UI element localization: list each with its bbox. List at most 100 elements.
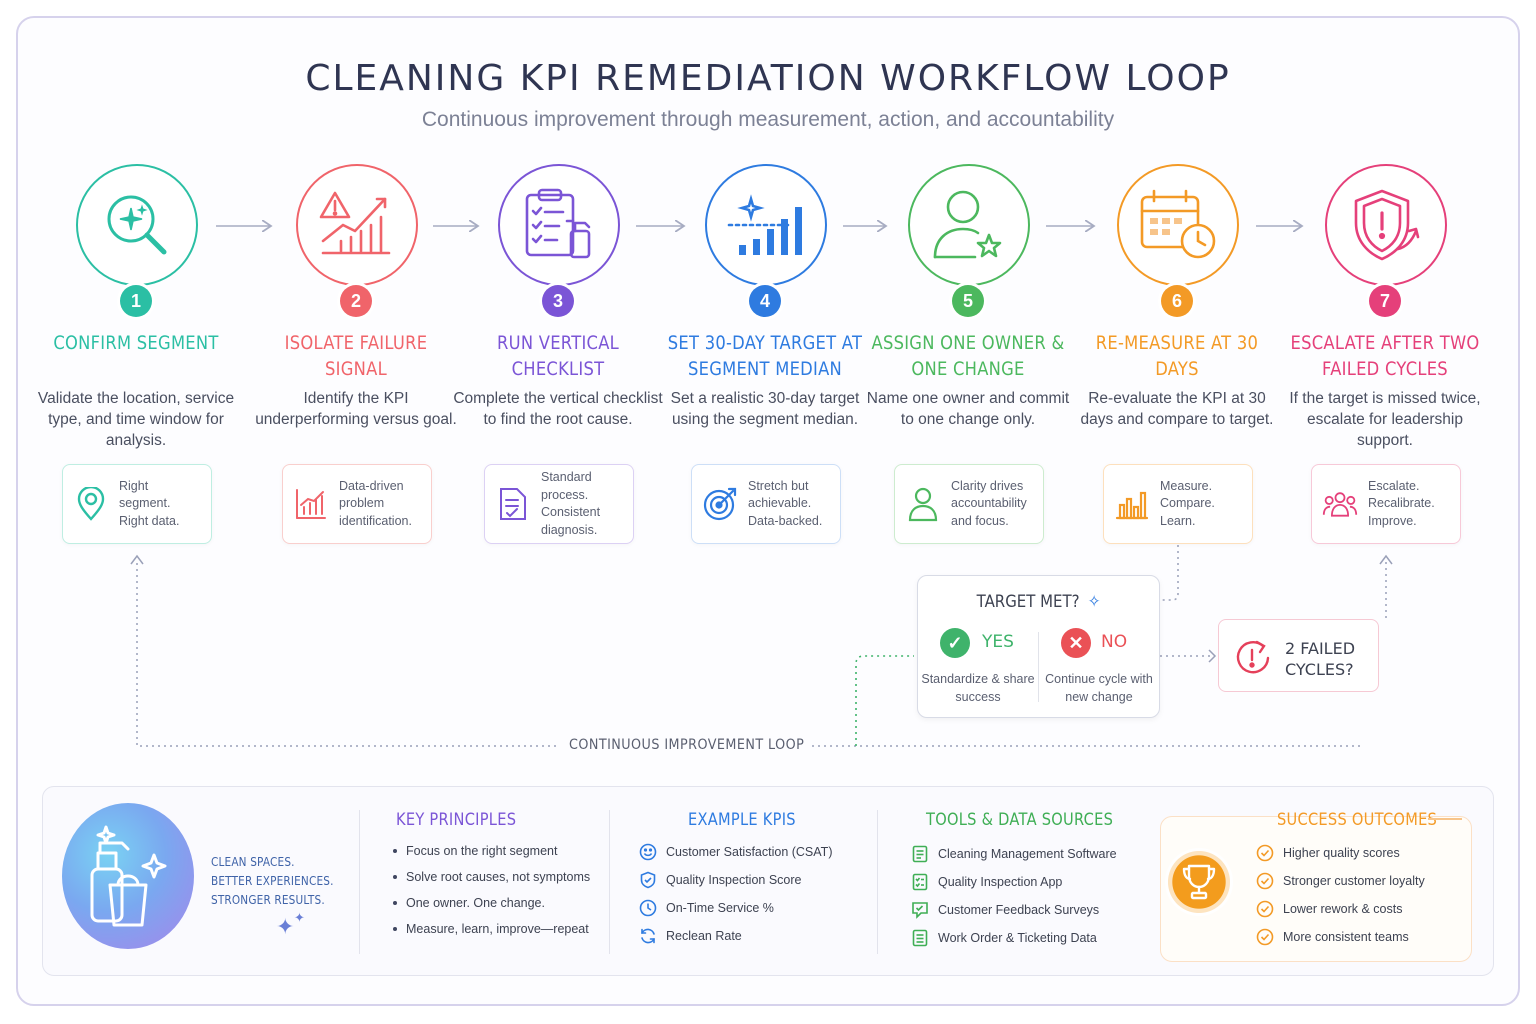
step-number: 7 (1369, 285, 1401, 317)
list-item: Reclean Rate (638, 922, 832, 950)
step-title: RUN VERTICAL CHECKLIST (497, 332, 619, 380)
clipboard-spray-icon (498, 164, 620, 286)
check-circle-icon (1255, 843, 1275, 863)
step-title: SET 30-DAY TARGET AT SEGMENT MEDIAN (667, 332, 863, 380)
loop-label: CONTINUOUS IMPROVEMENT LOOP (562, 737, 812, 753)
location-pin-icon (73, 486, 109, 522)
yes-label: YES (982, 632, 1014, 652)
step-number: 5 (952, 285, 984, 317)
check-icon: ✓ (940, 628, 970, 658)
cleaning-supplies-icon (62, 803, 194, 949)
step-card-text: Clarity drives accountability and focus. (951, 478, 1027, 528)
principles-list: Focus on the right segment Solve root ca… (390, 838, 590, 942)
tools-list: Cleaning Management Software Quality Ins… (910, 840, 1117, 952)
failed-cycles-box: 2 FAILED CYCLES? (1218, 619, 1379, 692)
step-number: 1 (120, 285, 152, 317)
list-item: On-Time Service % (638, 894, 832, 922)
step-card: Stretch but achievable. Data-backed. (691, 464, 841, 544)
no-note: Continue cycle with new change (1045, 672, 1153, 704)
kpis-list: Customer Satisfaction (CSAT) Quality Ins… (638, 838, 832, 950)
step-number: 3 (542, 285, 574, 317)
step-description: Set a realistic 30-day target using the … (670, 390, 860, 428)
tools-heading: TOOLS & DATA SOURCES (926, 810, 1114, 830)
smile-icon (638, 842, 658, 862)
checklist-icon (910, 872, 930, 892)
list-item: Customer Satisfaction (CSAT) (638, 838, 832, 866)
yes-note: Standardize & share success (921, 672, 1035, 704)
list-item: Focus on the right segment (390, 838, 590, 864)
step-description: Name one owner and commit to one change … (866, 390, 1070, 428)
calendar-clock-icon (1117, 164, 1239, 286)
person-icon (905, 486, 941, 522)
step-card-text: Measure. Compare. Learn. (1160, 478, 1215, 528)
step-title: ISOLATE FAILURE SIGNAL (284, 332, 428, 380)
step-description: If the target is missed twice, escalate … (1289, 390, 1481, 449)
no-label: NO (1101, 632, 1128, 652)
person-star-icon (908, 164, 1030, 286)
principles-heading: KEY PRINCIPLES (396, 810, 517, 830)
check-circle-icon (1255, 927, 1275, 947)
outcomes-heading: SUCCESS OUTCOMES (1277, 810, 1438, 830)
step-card: Escalate. Recalibrate. Improve. (1311, 464, 1461, 544)
step-card: Right segment. Right data. (62, 464, 212, 544)
column-divider (359, 810, 360, 954)
step-title: RE-MEASURE AT 30 DAYS (1095, 332, 1259, 380)
list-item: Quality Inspection Score (638, 866, 832, 894)
decision-question: TARGET MET? ✧ (976, 592, 1101, 612)
step-description: Re-evaluate the KPI at 30 days and compa… (1080, 390, 1274, 428)
refresh-icon (638, 926, 658, 946)
step-card-text: Escalate. Recalibrate. Improve. (1368, 478, 1435, 528)
document-check-icon (495, 486, 531, 522)
check-circle-icon (1255, 899, 1275, 919)
alert-cycle-icon (1233, 638, 1273, 681)
step-card-text: Stretch but achievable. Data-backed. (748, 478, 823, 528)
list-item: Cleaning Management Software (910, 840, 1117, 868)
list-item: Lower rework & costs (1255, 895, 1425, 923)
page-title: CLEANING KPI REMEDIATION WORKFLOW LOOP (305, 58, 1231, 99)
step-title: ESCALATE AFTER TWO FAILED CYCLES (1290, 332, 1480, 380)
step-number: 6 (1161, 285, 1193, 317)
target-bars-icon (705, 164, 827, 286)
step-card: Data-driven problem identification. (282, 464, 432, 544)
page-subtitle: Continuous improvement through measureme… (421, 108, 1115, 131)
step-number: 2 (340, 285, 372, 317)
sparkle-icon: ✦ (294, 910, 305, 925)
check-circle-icon (1255, 871, 1275, 891)
step-card-text: Data-driven problem identification. (339, 478, 412, 528)
trophy-icon (1165, 848, 1233, 916)
list-item: Customer Feedback Surveys (910, 896, 1117, 924)
list-item: Higher quality scores (1255, 839, 1425, 867)
list-item: One owner. One change. (390, 890, 590, 916)
column-divider (877, 810, 878, 954)
step-description: Complete the vertical checklist to find … (453, 390, 663, 428)
bar-chart-icon (1114, 486, 1150, 522)
outcomes-list: Higher quality scores Stronger customer … (1255, 839, 1425, 951)
target-icon (702, 486, 738, 522)
bar-chart-icon (293, 486, 329, 522)
list-item: Quality Inspection App (910, 868, 1117, 896)
step-card-text: Standard process. Consistent diagnosis. (541, 470, 601, 537)
step-description: Validate the location, service type, and… (37, 390, 235, 449)
step-number: 4 (749, 285, 781, 317)
warning-chart-icon (296, 164, 418, 286)
sparkle-icon: ✧ (1087, 592, 1101, 612)
list-item: Work Order & Ticketing Data (910, 924, 1117, 952)
step-card-text: Right segment. Right data. (119, 478, 180, 528)
step-title: CONFIRM SEGMENT (53, 332, 219, 354)
shield-alert-icon (1325, 164, 1447, 286)
list-item: More consistent teams (1255, 923, 1425, 951)
group-icon (1322, 486, 1358, 522)
list-item: Stronger customer loyalty (1255, 867, 1425, 895)
step-card: Measure. Compare. Learn. (1103, 464, 1253, 544)
feedback-icon (910, 900, 930, 920)
tagline: CLEAN SPACES. BETTER EXPERIENCES. STRONG… (211, 854, 334, 907)
magnifier-sparkle-icon (76, 164, 198, 286)
shield-check-icon (638, 870, 658, 890)
ticket-icon (910, 928, 930, 948)
list-item: Solve root causes, not symptoms (390, 864, 590, 890)
kpis-heading: EXAMPLE KPIS (688, 810, 796, 830)
sparkle-icon: ✦ (276, 914, 295, 939)
doc-icon (910, 844, 930, 864)
column-divider (609, 810, 610, 954)
step-card: Clarity drives accountability and focus. (894, 464, 1044, 544)
